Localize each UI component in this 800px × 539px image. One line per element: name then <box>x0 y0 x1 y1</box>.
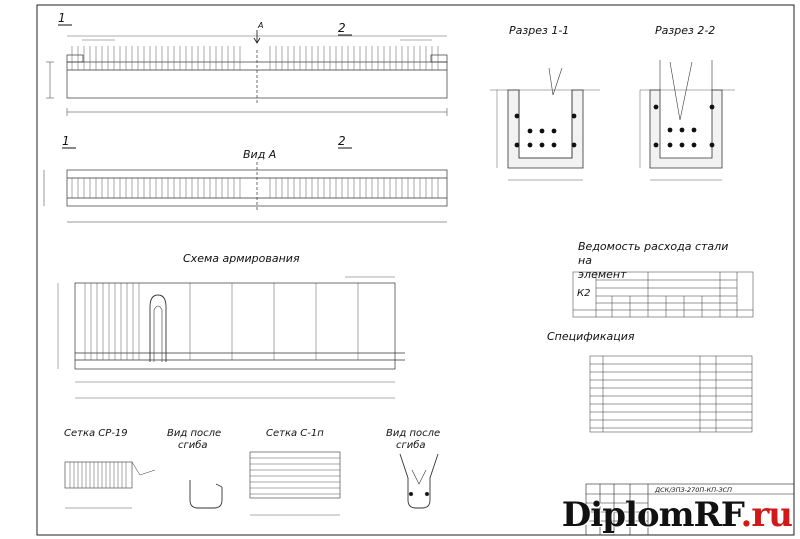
specification-table <box>589 355 753 433</box>
view-after-bend-2-line2: сгиба <box>396 439 426 451</box>
bend-detail-2 <box>399 453 439 509</box>
section-2-2-bars <box>653 104 715 148</box>
mesh-sr19-drawing <box>64 461 156 509</box>
section-marker-1-mid: 1 <box>62 134 70 148</box>
mesh-sr19-title: Сетка СР-19 <box>64 428 128 439</box>
section-1-1-title: Разрез 1-1 <box>509 24 569 37</box>
beam-elevation <box>46 35 448 116</box>
view-a-arrow-label: A <box>257 21 263 30</box>
statement-title-line3: элемент <box>578 268 627 281</box>
section-2-2-title: Разрез 2-2 <box>655 24 715 37</box>
title-block-code: ДСК/ЗПЗ-270П-КП-ЗСП <box>654 486 732 494</box>
sheet-frame <box>36 4 795 536</box>
mesh-s1p-drawing <box>249 451 341 516</box>
reinforcement-scheme <box>57 276 405 399</box>
bend-detail-1 <box>189 480 223 509</box>
title-block <box>585 483 795 536</box>
view-a-title: Вид А <box>243 148 276 161</box>
specification-title: Спецификация <box>547 330 635 343</box>
statement-element-mark: К2 <box>577 288 590 299</box>
view-after-bend-2-line1: Вид после <box>386 428 440 439</box>
section-marker-2-mid: 2 <box>338 134 346 148</box>
statement-title-line2: на <box>578 254 592 267</box>
mesh-s1p-title: Сетка С-1п <box>266 428 324 439</box>
steel-statement-table <box>572 271 754 318</box>
section-marker-1-top: 1 <box>58 11 66 25</box>
statement-title-line1: Ведомость расхода стали <box>578 240 728 253</box>
beam-stirrups <box>71 46 439 70</box>
section-1-1 <box>490 67 600 181</box>
diplomrf-watermark: DiplomRF.ru <box>561 495 793 535</box>
section-2-2 <box>639 60 735 181</box>
view-a-plan <box>43 162 448 223</box>
section-1-1-bars <box>514 113 577 148</box>
view-after-bend-1-line2: сгиба <box>178 439 208 451</box>
reinforcement-scheme-title: Схема армирования <box>183 252 300 265</box>
view-after-bend-1-line1: Вид после <box>167 428 221 439</box>
section-marker-2-top: 2 <box>338 21 346 35</box>
